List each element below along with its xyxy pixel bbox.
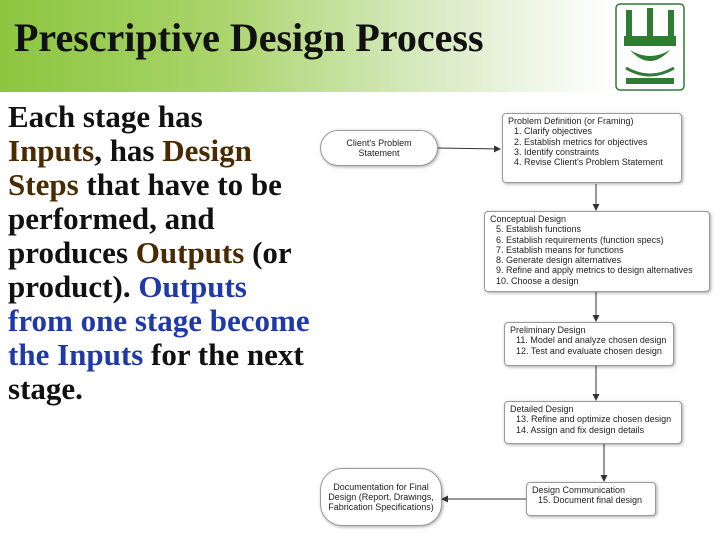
slide-title: Prescriptive Design Process	[14, 15, 484, 60]
stage-step: 9. Refine and apply metrics to design al…	[496, 265, 693, 276]
text-segment-inputs-2: Inputs	[57, 337, 144, 372]
stage-detailed-design: Detailed Design 13. Refine and optimize …	[504, 401, 682, 444]
stage-step: 13. Refine and optimize chosen design	[516, 414, 672, 425]
text-segment: (or product).	[8, 235, 292, 304]
stage-step: 14. Assign and fix design details	[516, 424, 645, 435]
stage-step: 6. Establish requirements (function spec…	[496, 234, 664, 245]
stage-step: 5. Establish functions	[496, 224, 582, 235]
stage-step: 2. Establish metrics for objectives	[514, 136, 648, 147]
text-segment-steps: Steps	[8, 167, 79, 202]
text-segment-outputs: Outputs	[135, 235, 245, 270]
text-segment: for the next stage.	[8, 337, 304, 406]
stage-heading: Conceptual Design	[490, 214, 567, 224]
text-segment: , has	[94, 133, 163, 168]
stage-conceptual-design: Conceptual Design 5. Establish functions…	[484, 211, 710, 292]
arrow-problem-to-definition	[437, 145, 501, 153]
client-problem-statement-label: Client's Problem Statement	[346, 138, 412, 158]
process-diagram: Client's Problem Statement Problem Defin…	[314, 108, 714, 538]
slide-body-text: Each stage has Inputs, has Design Steps …	[8, 100, 313, 525]
client-problem-statement: Client's Problem Statement	[320, 130, 438, 166]
diagram-connectors	[437, 145, 608, 503]
text-segment-outputs-2: Outputs	[138, 269, 247, 304]
stage-step: 3. Identify constraints	[514, 146, 600, 157]
stage-heading: Preliminary Design	[510, 325, 586, 335]
stage-step: 8. Generate design alternatives	[496, 255, 622, 266]
title-bar: Prescriptive Design Process	[0, 0, 720, 92]
stage-heading: Problem Definition (or Framing)	[508, 116, 634, 126]
final-documentation-label: Documentation for Final Design (Report, …	[328, 482, 434, 512]
stage-step: 15. Document final design	[538, 495, 643, 506]
stage-heading: Design Communication	[532, 485, 626, 495]
university-crest-logo-icon	[615, 3, 685, 91]
text-segment-design: Design	[162, 133, 252, 168]
stage-preliminary-design: Preliminary Design 11. Model and analyze…	[504, 322, 674, 366]
stage-step: 11. Model and analyze chosen design	[516, 335, 667, 346]
text-segment: Each stage has	[8, 100, 203, 134]
text-segment: that have to be performed, and produces	[8, 167, 282, 270]
text-segment: from one stage become the	[8, 303, 310, 372]
stage-heading: Detailed Design	[510, 404, 574, 414]
stage-step: 4. Revise Client's Problem Statement	[514, 157, 663, 168]
text-segment-inputs: Inputs	[8, 133, 95, 168]
stage-step: 1. Clarify objectives	[514, 126, 593, 137]
stage-problem-definition: Problem Definition (or Framing) 1. Clari…	[502, 113, 682, 183]
stage-design-communication: Design Communication 15. Document final …	[526, 482, 656, 516]
stage-step: 7. Establish means for functions	[496, 244, 624, 255]
stage-step: 12. Test and evaluate chosen design	[516, 345, 662, 356]
final-documentation: Documentation for Final Design (Report, …	[320, 468, 442, 526]
stage-step: 10. Choose a design	[496, 275, 579, 286]
